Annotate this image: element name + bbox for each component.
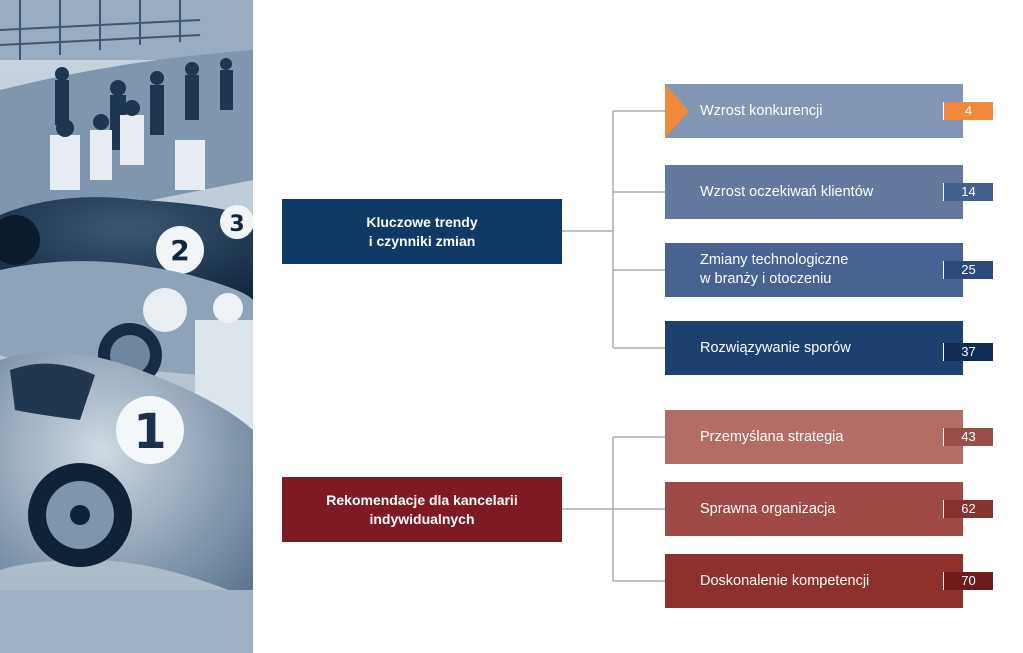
item-przemyslana-strategia[interactable]: Przemyślana strategia	[665, 410, 963, 464]
svg-text:1: 1	[133, 404, 166, 460]
page-number: 25	[943, 261, 993, 279]
svg-text:3: 3	[229, 212, 244, 237]
item-wzrost-oczekiwan[interactable]: Wzrost oczekiwań klientów	[665, 165, 963, 219]
item-label: Wzrost oczekiwań klientów	[700, 183, 874, 200]
racing-cars-photo: 2 3 1	[0, 0, 253, 653]
item-doskonalenie-kompetencji[interactable]: Doskonalenie kompetencji	[665, 554, 963, 608]
page-number: 70	[943, 572, 993, 590]
item-label: Wzrost konkurencji	[700, 102, 823, 119]
page-number: 4	[943, 102, 993, 120]
recommendations-heading: Rekomendacje dla kancelarii indywidualny…	[282, 477, 562, 542]
current-section-arrow-icon	[665, 84, 689, 138]
page-number: 14	[943, 183, 993, 201]
item-label: Zmiany technologiczne w branży i otoczen…	[700, 252, 849, 287]
item-sprawna-organizacja[interactable]: Sprawna organizacja	[665, 482, 963, 536]
item-label: Sprawna organizacja	[700, 500, 836, 517]
item-label: Rozwiązywanie sporów	[700, 339, 851, 356]
trends-heading: Kluczowe trendy i czynniki zmian	[282, 199, 562, 264]
item-wzrost-konkurencji[interactable]: Wzrost konkurencji	[665, 84, 963, 138]
page-number: 43	[943, 428, 993, 446]
item-label: Przemyślana strategia	[700, 428, 844, 445]
svg-text:2: 2	[170, 234, 189, 267]
item-label: Doskonalenie kompetencji	[700, 572, 870, 589]
item-rozwiazywanie-sporow[interactable]: Rozwiązywanie sporów	[665, 321, 963, 375]
page-number: 37	[943, 343, 993, 361]
item-zmiany-technologiczne[interactable]: Zmiany technologiczne w branży i otoczen…	[665, 243, 963, 297]
page-number: 62	[943, 500, 993, 518]
